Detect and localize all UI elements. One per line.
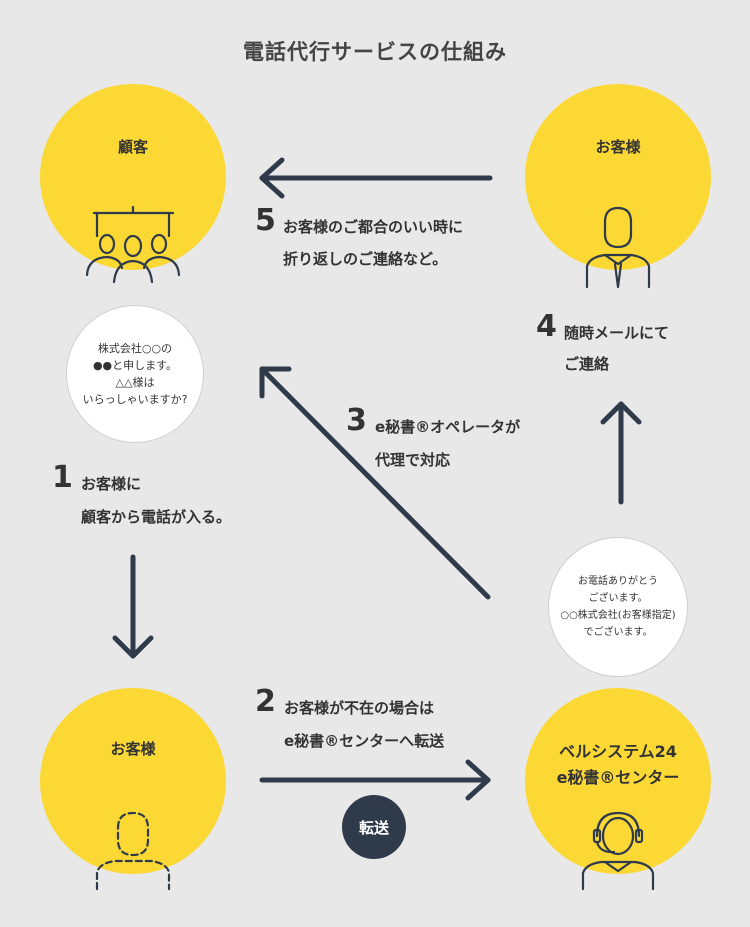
center-circle: ベルシステム24 e秘書®センター	[525, 688, 711, 874]
operator-speech-line: でございます。	[583, 627, 653, 638]
client-speech-line: いらっしゃいますか?	[82, 393, 188, 406]
step1-number: 1	[52, 460, 73, 495]
arrow-step4	[600, 401, 642, 505]
businessman-icon	[585, 206, 651, 289]
operator-speech-line: ○○株式会社(お客様指定)	[560, 610, 676, 621]
step2-number: 2	[255, 684, 276, 719]
client-circle: 顧客	[40, 84, 226, 270]
arrow-step5	[259, 157, 493, 199]
customer-top-label: お客様	[595, 138, 641, 156]
operator-speech-bubble: お電話ありがとう ございます。 ○○株式会社(お客様指定) でございます。	[548, 537, 688, 677]
arrow-step3	[259, 366, 491, 600]
step5-text-line1: お客様のご都合のいい時に	[283, 218, 464, 236]
transfer-badge: 転送	[342, 795, 406, 859]
center-label-line1: ベルシステム24	[559, 742, 677, 761]
step3-number: 3	[346, 403, 367, 438]
step2-text-line2: e秘書®センターへ転送	[284, 732, 445, 750]
operator-speech-line: お電話ありがとう	[578, 576, 658, 587]
arrow-step2	[259, 759, 491, 801]
client-speech-line: 株式会社○○の	[97, 342, 173, 355]
step3-text-line2: 代理で対応	[375, 451, 451, 469]
step5-number: 5	[255, 203, 276, 238]
center-label-line2: e秘書®センター	[556, 768, 680, 787]
operator-speech-line: ございます。	[588, 593, 648, 604]
step4-text-line2: ご連絡	[564, 355, 610, 373]
client-speech-line: △△様は	[115, 376, 155, 389]
client-speech-line: ●●と申します。	[92, 359, 178, 372]
step4-text-line1: 随時メールにて	[564, 324, 670, 342]
diagram-title: 電話代行サービスの仕組み	[243, 40, 507, 64]
step5-text-line2: 折り返しのご連絡など。	[283, 250, 448, 268]
arrow-step1	[112, 554, 154, 659]
group-people-icon	[85, 205, 181, 284]
client-label: 顧客	[117, 138, 148, 156]
step3-text-line1: e秘書®オペレータが	[375, 418, 521, 436]
customer-bottom-circle: お客様	[40, 688, 226, 874]
step2-text-line1: お客様が不在の場合は	[284, 699, 435, 717]
step1-text-line2: 顧客から電話が入る。	[81, 508, 232, 526]
absent-person-icon	[95, 811, 171, 891]
customer-bottom-label: お客様	[110, 740, 156, 758]
customer-top-circle: お客様	[525, 84, 711, 270]
step4-number: 4	[536, 309, 557, 344]
operator-headset-icon	[581, 811, 655, 891]
step1-text-line1: お客様に	[81, 475, 142, 493]
client-speech-bubble: 株式会社○○の ●●と申します。 △△様は いらっしゃいますか?	[66, 305, 204, 443]
